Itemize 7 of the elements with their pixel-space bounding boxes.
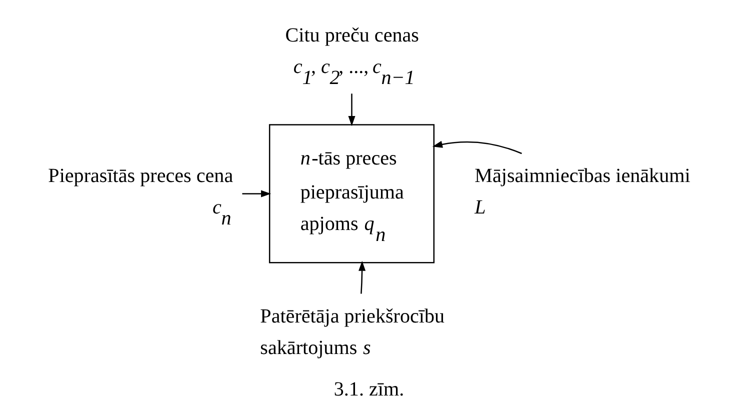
arrow [432,140,522,154]
arrow [358,260,366,294]
arrow [242,190,272,198]
caption: 3.1. zīm. [334,378,404,400]
node-text: Mājsaimniecības ienākumi L [474,165,690,219]
arrow [348,94,356,126]
node-text: Patērētāja priekšrocību sakārtojums s [260,306,445,360]
